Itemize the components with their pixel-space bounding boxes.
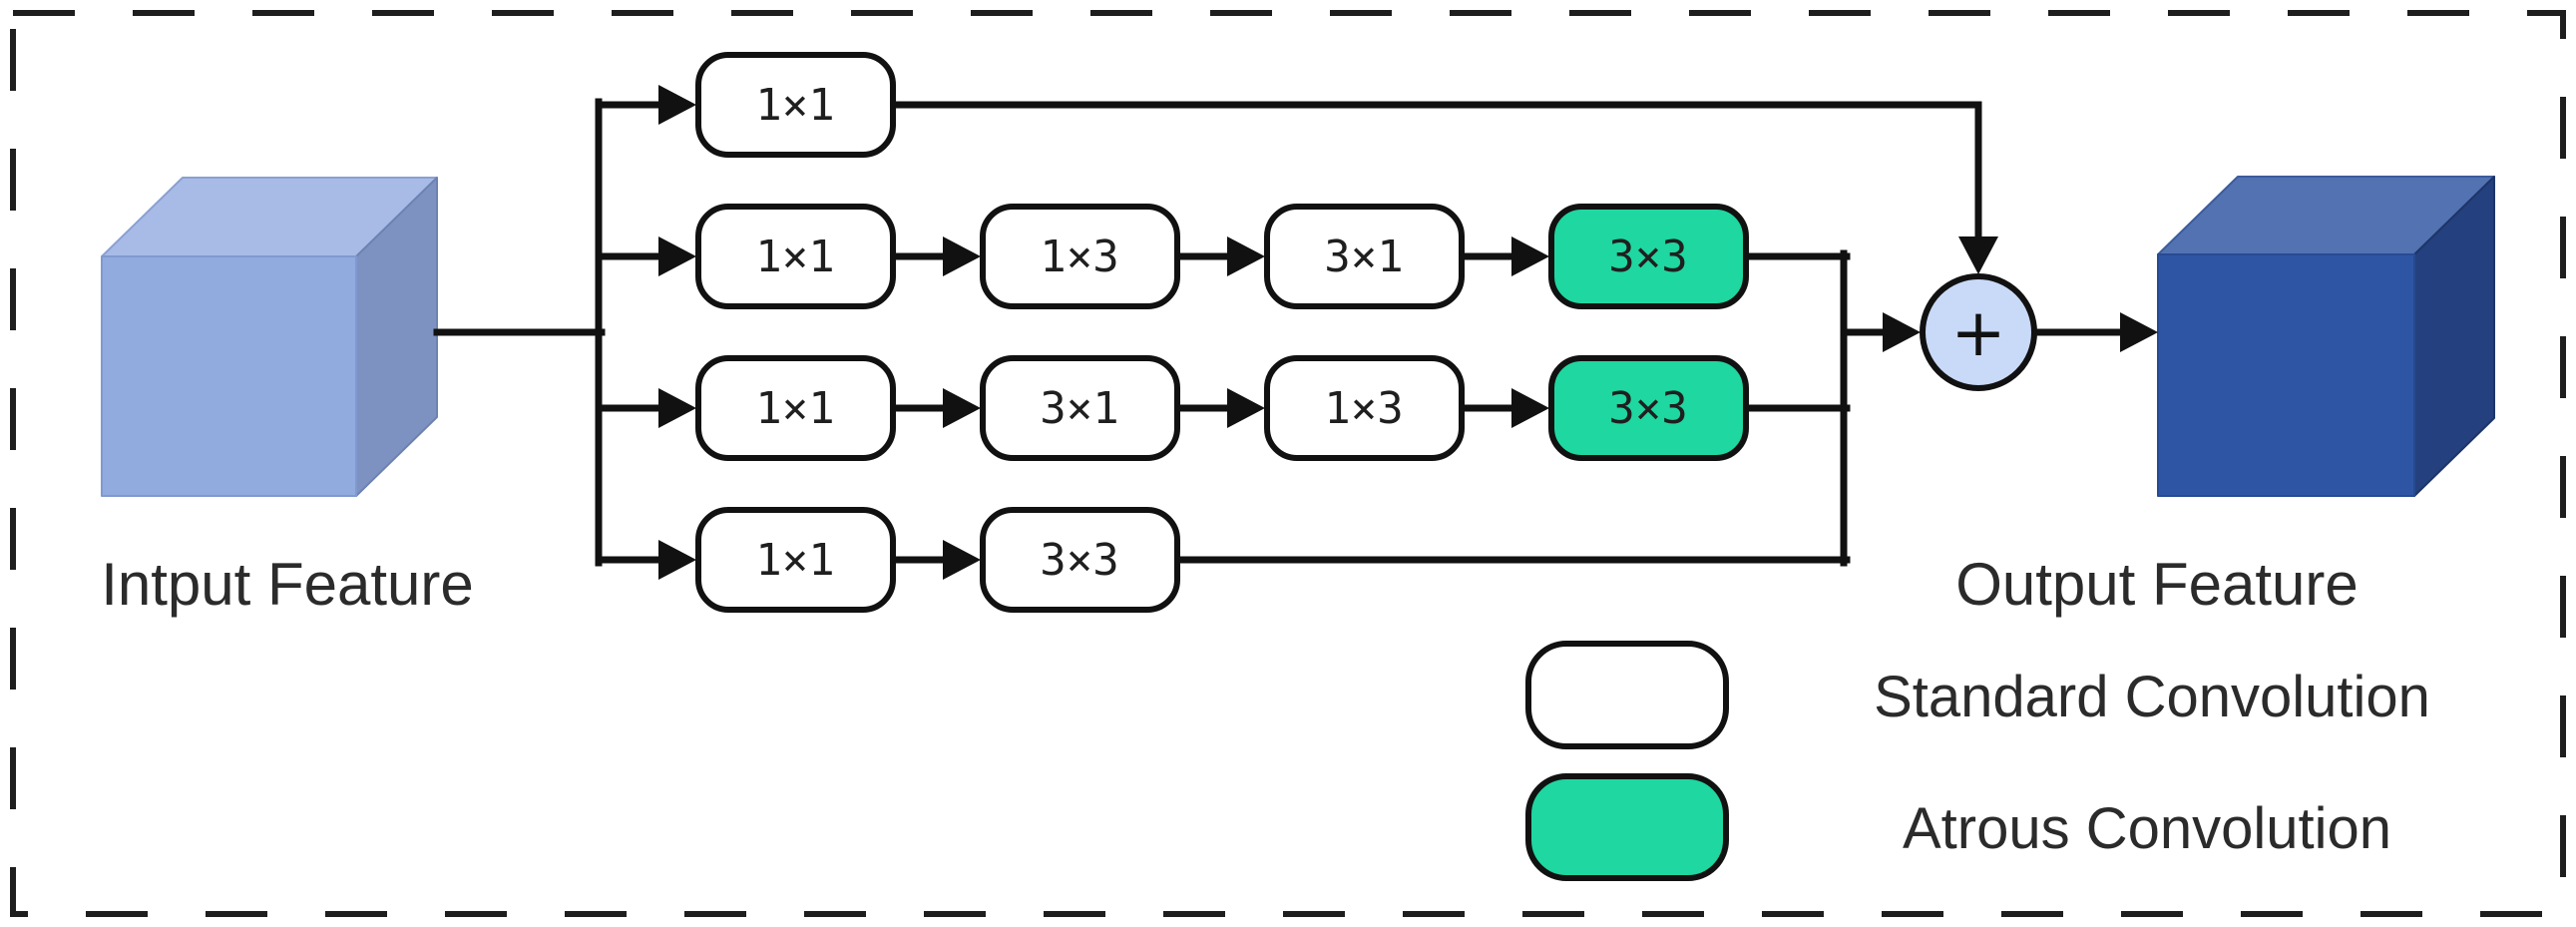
conv-box-label: 3×1 <box>1040 383 1118 434</box>
branch1-boxes: 1×1 <box>695 52 896 158</box>
branch3-boxes: 1×1 3×1 1×3 3×3 <box>695 355 1749 461</box>
arrow-into-output <box>2120 312 2158 352</box>
sum-circle <box>1920 273 2037 391</box>
conv-box-label: 1×3 <box>1324 383 1403 434</box>
conv-box-label: 3×1 <box>1324 232 1403 282</box>
branch2-arrow2 <box>1227 236 1265 276</box>
legend-standard-label: Standard Convolution <box>1874 665 2430 729</box>
conv-box-1x1 <box>695 52 896 158</box>
output-feature-cube <box>2157 176 2495 497</box>
input-feature-label: Intput Feature <box>101 551 474 618</box>
conv-box-label: 1×1 <box>755 80 834 131</box>
conv-box-label: 1×3 <box>1040 232 1118 282</box>
arrow-into-sum-top <box>1958 236 1998 274</box>
arrow-into-branch4 <box>658 540 696 580</box>
conv-box-3x1 <box>980 355 1180 461</box>
branch4-arrow1 <box>943 540 981 580</box>
input-feature-cube <box>101 177 438 497</box>
conv-box-label: 3×3 <box>1040 535 1118 586</box>
conv-box-label: 3×3 <box>1608 383 1687 434</box>
conv-box-label: 1×1 <box>755 535 834 586</box>
sum-plus-symbol: + <box>1950 294 2005 371</box>
dashed-border <box>10 10 2566 917</box>
branch3-arrow1 <box>943 388 981 428</box>
conv-box-1x1 <box>695 204 896 309</box>
arrow-into-branch1 <box>658 85 696 125</box>
skip-connection-line <box>889 101 1982 246</box>
branch3-arrow3 <box>1511 388 1549 428</box>
conv-box-1x1 <box>695 355 896 461</box>
branch4-boxes: 1×1 3×3 <box>695 507 1180 613</box>
conv-box-label: 1×1 <box>755 383 834 434</box>
branch2-arrow1 <box>943 236 981 276</box>
legend-standard-swatch <box>1525 641 1729 749</box>
legend: Standard Convolution Atrous Convolution <box>1525 641 2430 881</box>
arrow-into-branch3 <box>658 388 696 428</box>
conv-box-label: 1×1 <box>755 232 834 282</box>
arrow-into-sum-left <box>1883 312 1921 352</box>
conv-box-3x3 <box>980 507 1180 613</box>
branch2-arrow3 <box>1511 236 1549 276</box>
conv-box-3x1 <box>1264 204 1465 309</box>
arrow-into-branch2 <box>658 236 696 276</box>
output-feature-label: Output Feature <box>1955 551 2359 618</box>
conv-box-1x3 <box>980 204 1180 309</box>
branch3-arrow2 <box>1227 388 1265 428</box>
conv-box-label: 3×3 <box>1608 232 1687 282</box>
legend-atrous-label: Atrous Convolution <box>1903 796 2391 861</box>
conv-box-1x3 <box>1264 355 1465 461</box>
input-cube-front-face <box>101 255 357 497</box>
sum-node: + <box>1920 273 2037 391</box>
legend-atrous-swatch <box>1525 773 1729 881</box>
output-cube-front-face <box>2157 253 2415 497</box>
conv-box-1x1 <box>695 507 896 613</box>
arrowheads <box>658 85 2158 580</box>
connector-lines <box>433 98 2129 567</box>
conv-box-3x3-atrous <box>1548 355 1749 461</box>
conv-box-3x3-atrous <box>1548 204 1749 309</box>
branch2-boxes: 1×1 1×3 3×1 3×3 <box>695 204 1749 309</box>
